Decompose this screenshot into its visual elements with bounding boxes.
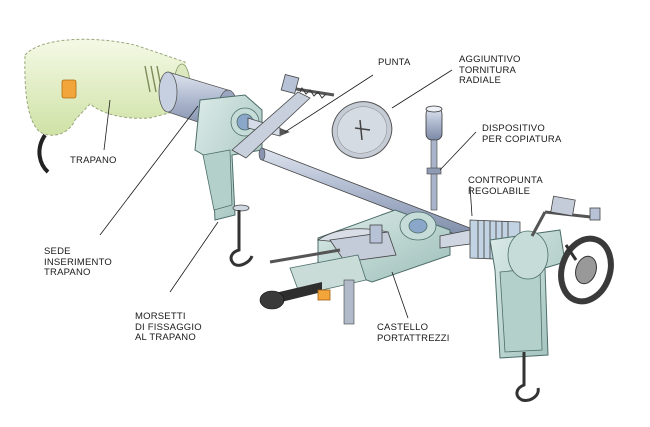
right-clamp-screw: [515, 352, 540, 402]
tool-post: [259, 209, 451, 325]
leader-castello: [391, 271, 409, 319]
label-contropunta-regolabile: CONTROPUNTA REGOLABILE: [468, 175, 543, 197]
leader-morsetti: [169, 221, 219, 293]
label-castello-portattrezzi: CASTELLO PORTATTREZZI: [377, 322, 450, 344]
radial-arm: [231, 73, 335, 159]
drill-body: [24, 38, 189, 136]
leader-dispositivo: [439, 131, 477, 171]
label-trapano: TRAPANO: [70, 155, 117, 166]
arm-screw: [289, 86, 335, 97]
leader-trapano: [103, 99, 111, 151]
copy-device: [425, 105, 443, 211]
label-aggiuntivo-tornitura-radiale: AGGIUNTIVO TORNITURA RADIALE: [459, 54, 521, 86]
label-dispositivo-per-copiatura: DISPOSITIVO PER COPIATURA: [482, 123, 562, 145]
label-sede-inserimento-trapano: SEDE INSERIMENTO TRAPANO: [44, 246, 113, 278]
leader-sede: [99, 105, 199, 236]
left-bracket: [194, 94, 263, 267]
tailstock: [439, 195, 614, 402]
leader-punta: [284, 74, 374, 133]
leader-lines: [99, 69, 477, 319]
drill-trigger: [61, 79, 77, 99]
leader-aggiuntivo: [391, 69, 453, 109]
radial-disc: [331, 101, 393, 159]
leader-contropunta: [469, 185, 473, 217]
drill-cord: [37, 133, 50, 174]
label-morsetti-di-fissaggio: MORSETTI DI FISSAGGIO AL TRAPANO: [135, 311, 202, 343]
left-clamp-screw: [229, 210, 254, 267]
tailstock-handwheel: [558, 235, 614, 305]
label-punta: PUNTA: [378, 57, 411, 68]
